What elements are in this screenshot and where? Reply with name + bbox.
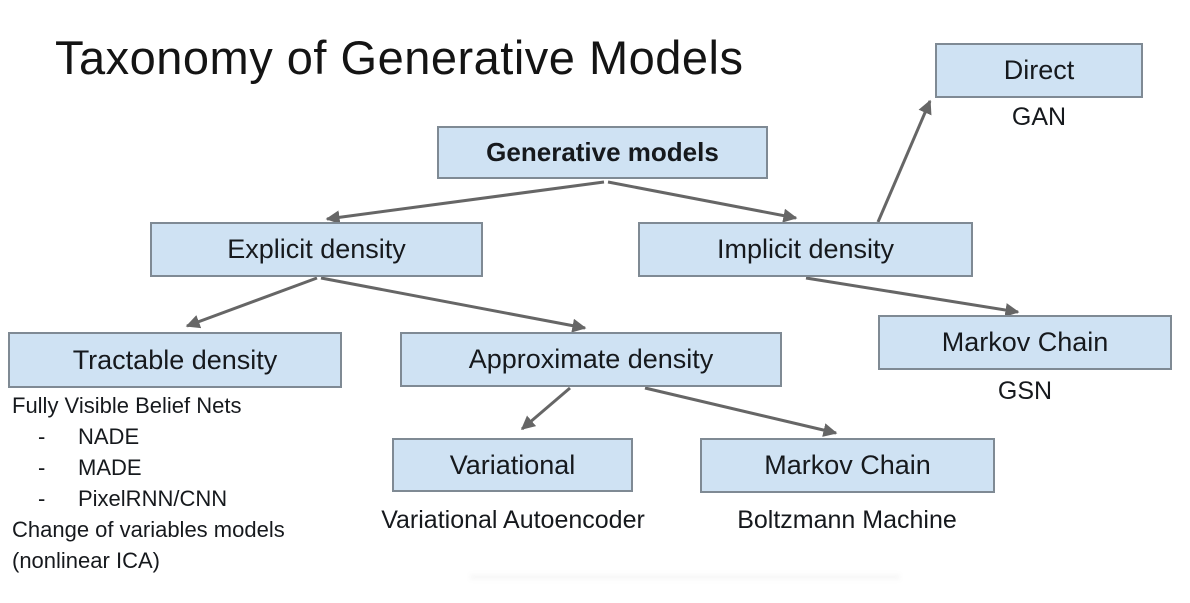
notes-heading: Fully Visible Belief Nets — [12, 393, 242, 418]
slide-title: Taxonomy of Generative Models — [55, 31, 744, 84]
notes-footer-line1: Change of variables models — [12, 517, 285, 542]
sublabel-gsn: GSN — [997, 377, 1053, 405]
bullet-dash: - — [38, 424, 46, 449]
bullet-dash: - — [38, 455, 46, 480]
node-markov-chain-gsn: Markov Chain — [878, 315, 1172, 370]
list-item: - MADE — [12, 452, 285, 483]
compression-artifact — [470, 574, 900, 580]
node-generative-models: Generative models — [437, 126, 768, 179]
bullet-dash: - — [38, 486, 46, 511]
node-implicit-density: Implicit density — [638, 222, 973, 277]
sublabel-gan: GAN — [1011, 103, 1067, 131]
edge-generative-to-implicit — [607, 180, 798, 223]
list-item-label: MADE — [78, 455, 142, 480]
edge-implicit-to-direct — [876, 99, 932, 223]
tractable-density-notes: Fully Visible Belief Nets - NADE - MADE … — [12, 390, 285, 576]
edge-approximate-to-variational — [520, 386, 571, 431]
edge-explicit-to-approximate — [320, 276, 587, 333]
sublabel-boltzmann-machine: Boltzmann Machine — [737, 506, 957, 534]
node-explicit-density: Explicit density — [150, 222, 483, 277]
node-approximate-density: Approximate density — [400, 332, 782, 387]
sublabel-variational-autoencoder: Variational Autoencoder — [381, 506, 645, 534]
edge-approximate-to-markov-boltzmann — [644, 386, 838, 437]
edge-generative-to-explicit — [325, 180, 605, 225]
node-variational: Variational — [392, 438, 633, 492]
edge-implicit-to-markov-gsn — [805, 276, 1020, 317]
notes-footer-line2: (nonlinear ICA) — [12, 548, 160, 573]
list-item-label: PixelRNN/CNN — [78, 486, 228, 511]
list-item: - PixelRNN/CNN — [12, 483, 285, 514]
node-direct: Direct — [935, 43, 1143, 98]
node-markov-chain-boltzmann: Markov Chain — [700, 438, 995, 493]
node-tractable-density: Tractable density — [8, 332, 342, 388]
edge-explicit-to-tractable — [185, 276, 318, 329]
list-item: - NADE — [12, 421, 285, 452]
list-item-label: NADE — [78, 424, 140, 449]
